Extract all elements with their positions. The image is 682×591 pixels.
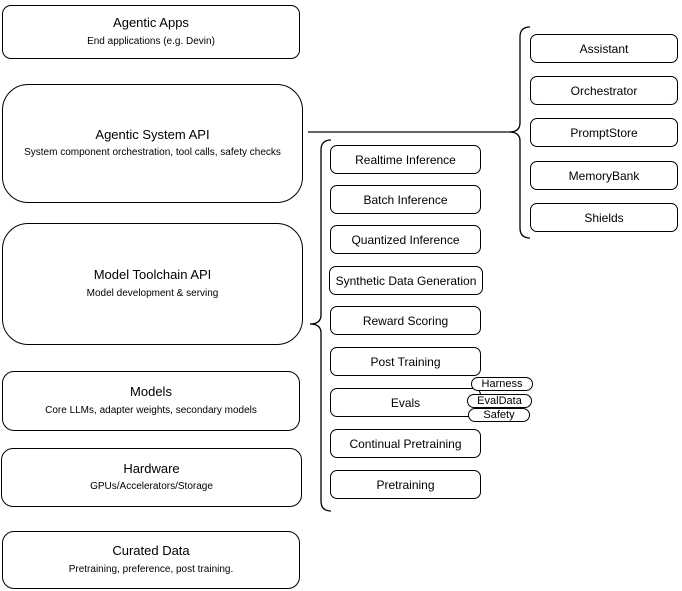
node-label: Assistant — [579, 41, 629, 56]
toolchain-group-bracket — [309, 139, 332, 512]
node-subtitle: System component orchestration, tool cal… — [24, 147, 281, 159]
toolchain-node-quantized-inference: Quantized Inference — [330, 225, 481, 254]
toolchain-node-synthetic-data-generation: Synthetic Data Generation — [329, 266, 483, 295]
node-curated-data: Curated Data Pretraining, preference, po… — [2, 531, 300, 589]
node-subtitle: Core LLMs, adapter weights, secondary mo… — [45, 404, 257, 416]
toolchain-node-realtime-inference: Realtime Inference — [330, 145, 481, 174]
node-label: Batch Inference — [363, 192, 448, 207]
node-models: Models Core LLMs, adapter weights, secon… — [2, 371, 300, 431]
node-subtitle: Model development & serving — [86, 287, 219, 299]
node-label: Synthetic Data Generation — [335, 273, 477, 288]
pill-evaldata: EvalData — [467, 394, 532, 408]
pill-label: EvalData — [477, 394, 522, 407]
component-node-orchestrator: Orchestrator — [530, 76, 678, 105]
node-model-toolchain-api: Model Toolchain API Model development & … — [2, 223, 303, 345]
component-node-assistant: Assistant — [530, 34, 678, 63]
node-agentic-system-api: Agentic System API System component orch… — [2, 84, 303, 203]
toolchain-node-batch-inference: Batch Inference — [330, 185, 481, 214]
node-label: PromptStore — [570, 125, 638, 140]
node-title: Curated Data — [112, 543, 190, 559]
component-node-memorybank: MemoryBank — [530, 161, 678, 190]
toolchain-node-evals: Evals — [330, 388, 481, 417]
node-label: Orchestrator — [570, 83, 638, 98]
node-subtitle: GPUs/Accelerators/Storage — [90, 481, 213, 493]
node-label: Evals — [390, 395, 421, 410]
node-label: MemoryBank — [568, 168, 640, 183]
node-title: Agentic Apps — [113, 15, 189, 31]
node-subtitle: Pretraining, preference, post training. — [68, 563, 234, 575]
component-node-shields: Shields — [530, 203, 678, 232]
node-label: Pretraining — [376, 477, 435, 492]
toolchain-node-pretraining: Pretraining — [330, 470, 481, 499]
node-title: Model Toolchain API — [93, 267, 212, 283]
toolchain-node-reward-scoring: Reward Scoring — [330, 306, 481, 335]
pill-safety: Safety — [468, 408, 530, 422]
pill-label: Safety — [483, 408, 515, 421]
node-title: Models — [130, 384, 172, 400]
node-label: Quantized Inference — [351, 232, 460, 247]
node-label: Shields — [584, 210, 624, 225]
pill-harness: Harness — [471, 377, 533, 391]
components-group-bracket — [508, 26, 531, 239]
node-title: Hardware — [123, 460, 180, 476]
node-label: Continual Pretraining — [349, 436, 462, 451]
component-node-promptstore: PromptStore — [530, 118, 678, 147]
node-label: Realtime Inference — [355, 152, 456, 167]
pill-label: Harness — [481, 377, 523, 390]
node-label: Reward Scoring — [362, 313, 449, 328]
node-subtitle: End applications (e.g. Devin) — [87, 35, 215, 47]
toolchain-node-post-training: Post Training — [330, 347, 481, 376]
node-label: Post Training — [370, 354, 441, 369]
toolchain-node-continual-pretraining: Continual Pretraining — [330, 429, 481, 458]
node-title: Agentic System API — [95, 126, 210, 142]
node-agentic-apps: Agentic Apps End applications (e.g. Devi… — [2, 5, 300, 59]
node-hardware: Hardware GPUs/Accelerators/Storage — [1, 448, 302, 507]
